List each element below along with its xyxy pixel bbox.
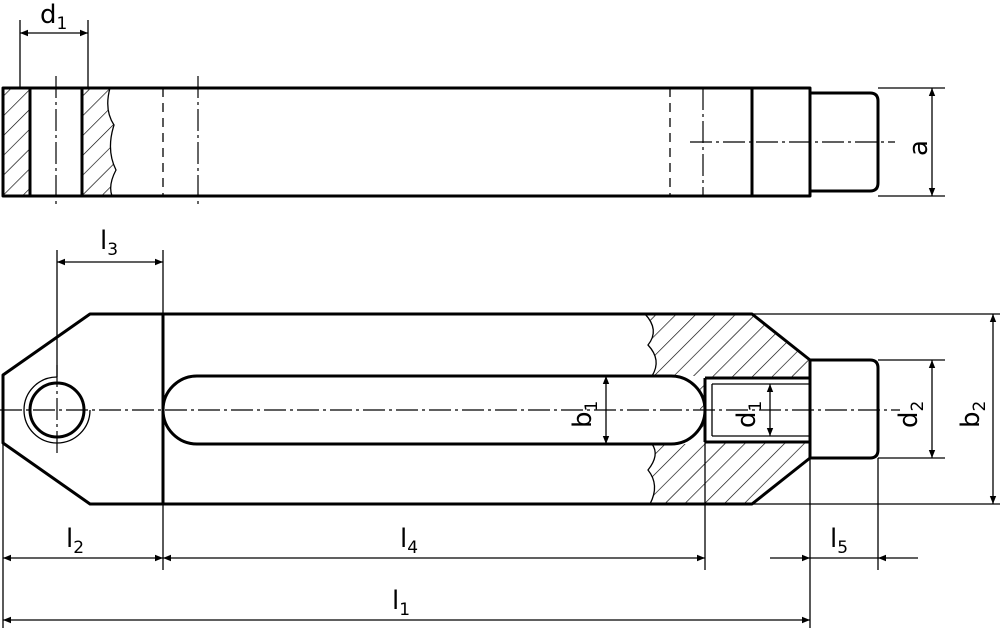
label-main: l xyxy=(100,226,108,256)
side-view xyxy=(1,20,945,208)
label-d2: d2 xyxy=(894,400,928,428)
label-l4: l4 xyxy=(400,526,418,557)
label-b2: b2 xyxy=(956,400,990,428)
label-sub: 1 xyxy=(746,400,766,412)
label-main: l xyxy=(66,524,74,554)
label-l3: l3 xyxy=(100,228,118,259)
label-sub: 2 xyxy=(908,400,928,412)
label-sub: 3 xyxy=(107,240,119,260)
label-main: l xyxy=(830,524,838,554)
label-d1-bottom: d1 xyxy=(732,400,766,428)
label-sub: 2 xyxy=(73,538,85,558)
label-main: d xyxy=(894,411,924,428)
label-sub: 2 xyxy=(970,400,990,412)
label-main: a xyxy=(904,140,934,156)
label-main: d xyxy=(732,411,762,428)
label-sub: 1 xyxy=(56,14,68,34)
label-sub: 5 xyxy=(837,538,849,558)
label-main: l xyxy=(392,586,400,616)
label-a: a xyxy=(904,140,934,156)
label-sub: 1 xyxy=(582,400,602,412)
label-l1: l1 xyxy=(392,588,410,619)
label-sub: 1 xyxy=(399,600,411,620)
label-l5: l5 xyxy=(830,526,848,557)
label-main: b xyxy=(568,411,598,428)
plan-view xyxy=(0,250,1000,628)
label-main: b xyxy=(956,411,986,428)
label-d1-top: d1 xyxy=(40,2,67,33)
label-sub: 4 xyxy=(407,538,419,558)
label-main: l xyxy=(400,524,408,554)
label-b1: b1 xyxy=(568,400,602,428)
label-l2: l2 xyxy=(66,526,84,557)
label-main: d xyxy=(40,0,57,30)
